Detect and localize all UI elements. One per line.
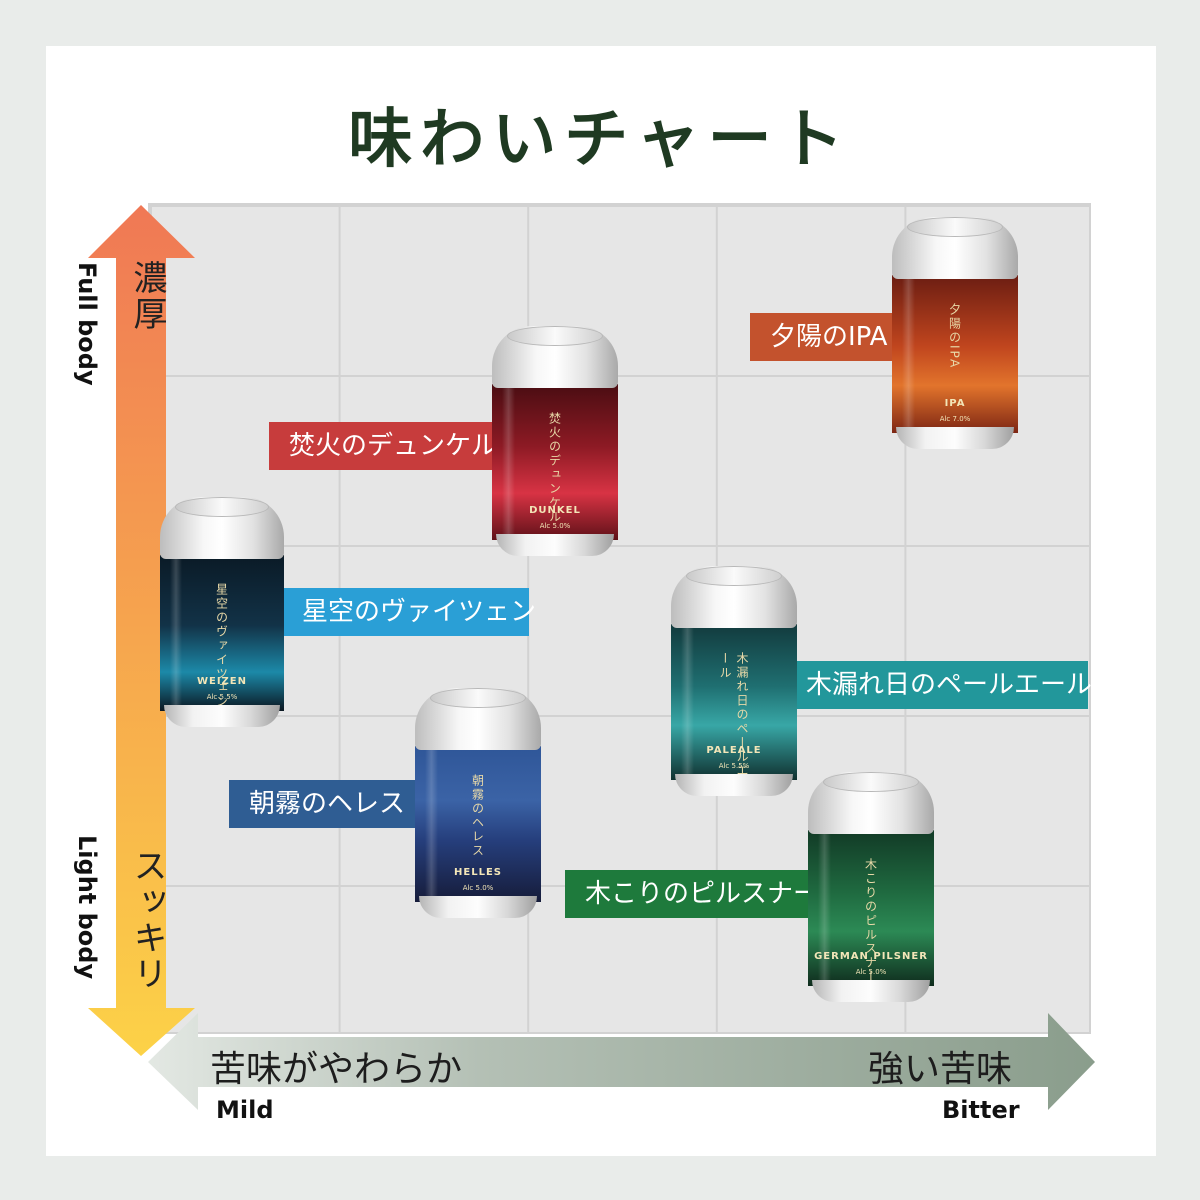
can-abv: Alc 7.0% (939, 415, 971, 423)
beer-can-ipa: 夕陽のIPA IPA Alc 7.0% (892, 217, 1018, 449)
beer-can-helles: 朝霧のヘレス HELLES Alc 5.0% (415, 688, 541, 918)
can-vertical-text: 木漏れ日のペールエール (718, 652, 749, 779)
can-label: 木こりのピルスナー GERMAN PILSNER Alc 5.0% (808, 830, 934, 986)
can-vertical-text: 木こりのピルスナー (863, 858, 878, 985)
can-style: GERMAN PILSNER (814, 951, 928, 962)
can-vertical-text: 朝霧のヘレス (470, 774, 485, 859)
beer-can-dunkel: 焚火のデュンケル DUNKEL Alc 5.0% (492, 326, 618, 556)
beer-can-pilsner: 木こりのピルスナー GERMAN PILSNER Alc 5.0% (808, 772, 934, 1002)
beer-label-pilsner: 木こりのピルスナー (565, 870, 820, 918)
can-abv: Alc 5.0% (462, 884, 494, 892)
can-vertical-text: 夕陽のIPA (947, 303, 962, 370)
can-style: WEIZEN (196, 676, 248, 687)
can-vertical-text: 星空のヴァイツェン (214, 583, 229, 710)
can-style: HELLES (454, 867, 502, 878)
can-style: PALEALE (706, 745, 762, 756)
y-top-label-en: Full body (73, 262, 101, 386)
can-vertical-text: 焚火のデュンケル (547, 412, 562, 525)
horizontal-axis-arrow (148, 1013, 1095, 1110)
can-label: 星空のヴァイツェン WEIZEN Alc 5.5% (160, 555, 284, 711)
beer-label-weizen: 星空のヴァイツェン (282, 588, 536, 636)
x-right-label-jp: 強い苦味 (868, 1049, 1013, 1090)
x-left-label-jp: 苦味がやわらか (210, 1049, 463, 1090)
can-style: IPA (944, 398, 966, 409)
x-right-label-en: Bitter (942, 1096, 1020, 1124)
beer-label-paleale: 木漏れ日のペールエール (786, 661, 1092, 709)
can-label: 木漏れ日のペールエール PALEALE Alc 5.5% (671, 624, 797, 780)
can-label: 焚火のデュンケル DUNKEL Alc 5.0% (492, 384, 618, 540)
y-bottom-label-jp: スッキリ (127, 848, 167, 992)
beer-can-weizen: 星空のヴァイツェン WEIZEN Alc 5.5% (160, 497, 284, 727)
page-title: 味わいチャート (348, 103, 852, 177)
y-top-label-jp: 濃厚 (127, 260, 167, 332)
can-abv: Alc 5.0% (539, 522, 571, 530)
beer-can-paleale: 木漏れ日のペールエール PALEALE Alc 5.5% (671, 566, 797, 796)
can-style: DUNKEL (529, 505, 581, 516)
can-abv: Alc 5.5% (206, 693, 238, 701)
can-abv: Alc 5.0% (855, 968, 887, 976)
y-bottom-label-en: Light body (73, 835, 101, 980)
x-left-label-en: Mild (216, 1096, 274, 1124)
beer-label-dunkel: 焚火のデュンケル (269, 422, 509, 470)
beer-label-ipa: 夕陽のIPA (750, 313, 920, 361)
beer-label-helles: 朝霧のヘレス (229, 780, 429, 828)
can-abv: Alc 5.5% (718, 762, 750, 770)
vertical-axis-arrow (88, 205, 195, 1056)
can-label: 夕陽のIPA IPA Alc 7.0% (892, 275, 1018, 433)
can-label: 朝霧のヘレス HELLES Alc 5.0% (415, 746, 541, 902)
